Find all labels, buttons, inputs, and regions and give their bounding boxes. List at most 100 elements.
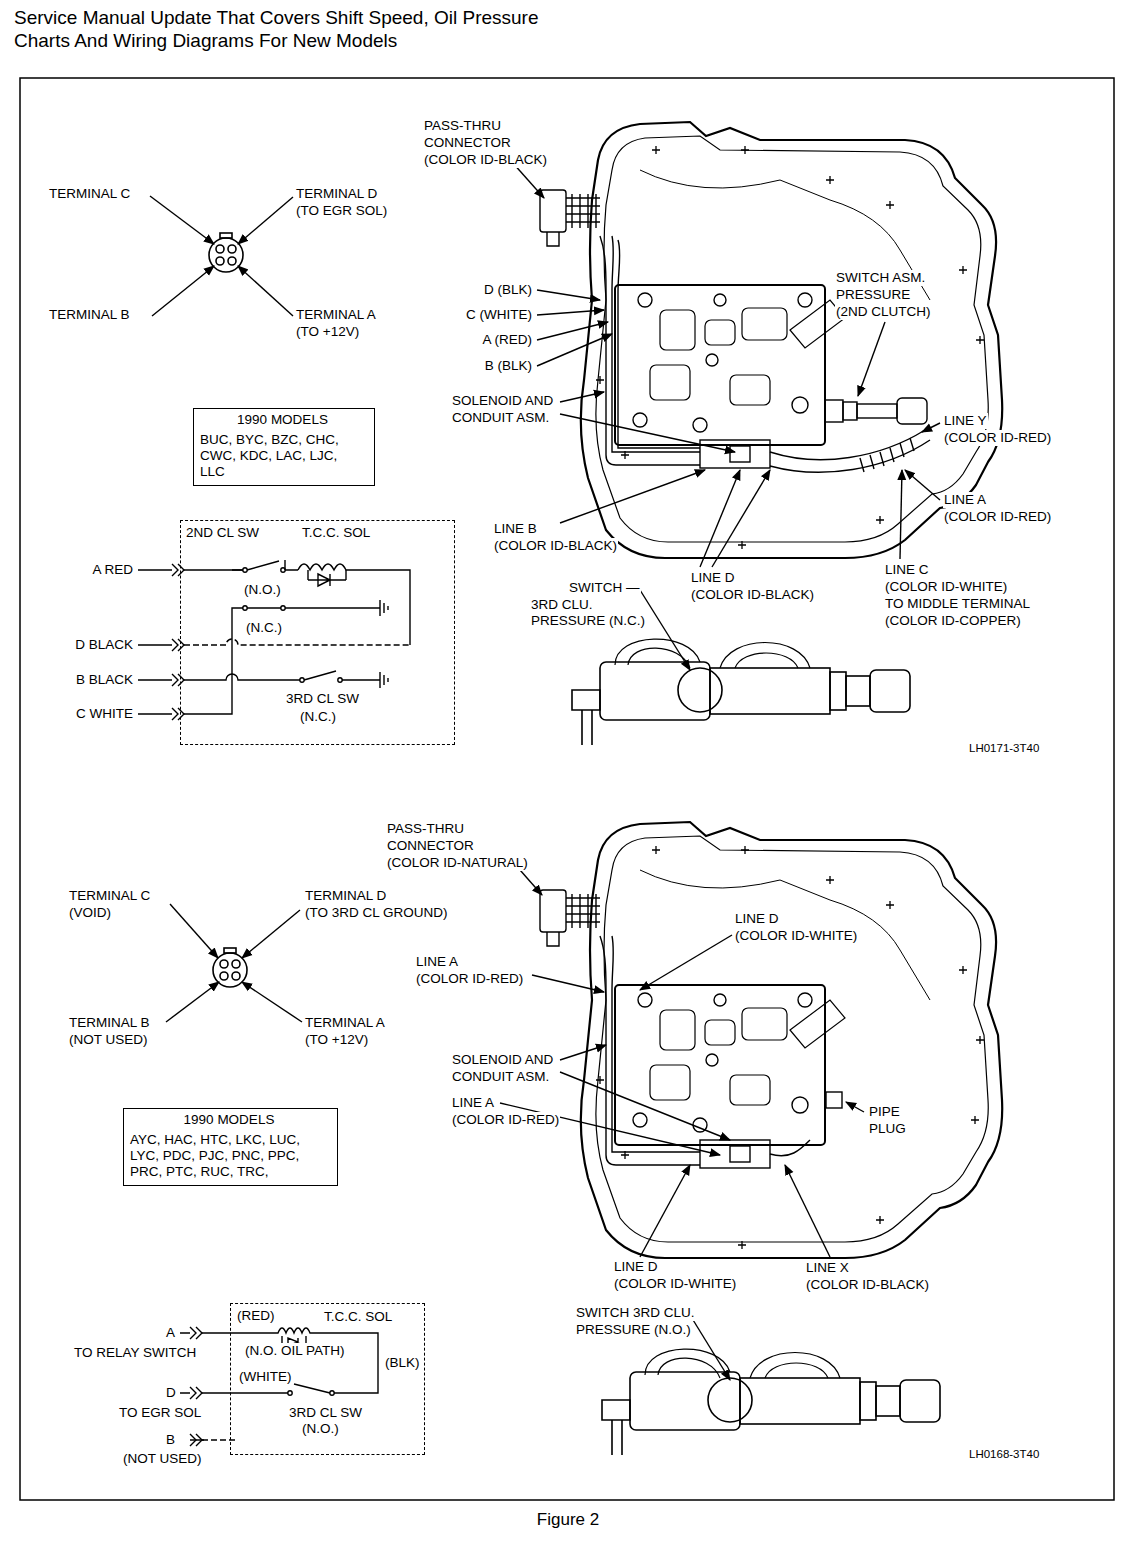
leader-lines xyxy=(150,162,940,1380)
schematic-box: (RED)T.C.C. SOL(N.O. OIL PATH)(BLK)(WHIT… xyxy=(230,1303,425,1455)
callout-label: PASS-THRU xyxy=(386,821,465,837)
callout-label: D xyxy=(165,1385,177,1401)
lower-harness xyxy=(600,936,700,1165)
leader-lines xyxy=(520,870,542,895)
leader-lines xyxy=(537,322,608,340)
callout-label: LINE D xyxy=(690,570,736,586)
model-list-box: 1990 MODELSAYC, HAC, HTC, LKC, LUC, LYC,… xyxy=(123,1108,338,1186)
upper-wiring-schematic xyxy=(298,564,410,645)
lower-wiring-schematic xyxy=(288,1391,292,1395)
callout-label: TO EGR SOL xyxy=(118,1405,202,1421)
lower-wiring-schematic xyxy=(202,1328,378,1393)
callout-label: D (BLK) xyxy=(483,282,533,298)
transmission-housing xyxy=(581,822,1002,1258)
valve-side-view xyxy=(572,639,910,745)
callout-label: (COLOR ID-WHITE) xyxy=(734,928,858,944)
callout-label: (COLOR ID-RED) xyxy=(943,430,1052,446)
upper-wiring-schematic xyxy=(184,639,410,645)
leader-lines xyxy=(166,982,219,1022)
upper-wiring-schematic xyxy=(243,606,247,610)
callout-label: (COLOR ID-BLACK) xyxy=(493,538,618,554)
schematic-box: 2ND CL SWT.C.C. SOL(N.O.)(N.C.)3RD CL SW… xyxy=(180,520,455,745)
callout-label: A xyxy=(165,1325,176,1341)
upper-harness xyxy=(600,236,700,465)
callout-label: TERMINAL A xyxy=(295,307,377,323)
upper-wiring-schematic xyxy=(243,568,247,572)
page-title: Service Manual Update That Covers Shift … xyxy=(14,6,574,52)
callout-label: 3RD CLU. xyxy=(530,597,594,613)
leader-lines xyxy=(532,975,604,992)
figure-caption: Figure 2 xyxy=(0,1510,1136,1530)
upper-wiring-schematic xyxy=(281,606,285,610)
callout-label: SWITCH 3RD CLU. xyxy=(575,1305,696,1321)
upper-harness xyxy=(700,440,770,468)
upper-wiring-schematic xyxy=(304,671,388,688)
lower-wiring-schematic xyxy=(202,1384,330,1393)
upper-wiring-schematic xyxy=(138,570,172,714)
upper-harness xyxy=(566,194,600,228)
callout-label: TO RELAY SWITCH xyxy=(73,1345,197,1361)
callout-label: (VOID) xyxy=(68,905,112,921)
upper-wiring-schematic xyxy=(247,600,388,616)
leader-lines xyxy=(238,266,293,316)
callout-label: (TO +12V) xyxy=(304,1032,369,1048)
callout-label: (COLOR ID-RED) xyxy=(451,1112,560,1128)
schematic-label: (WHITE) xyxy=(238,1369,292,1385)
callout-label: (TO 3RD CL GROUND) xyxy=(304,905,449,921)
schematic-label: (N.O. OIL PATH) xyxy=(244,1343,346,1359)
callout-label: TERMINAL B xyxy=(68,1015,151,1031)
upper-wiring-schematic xyxy=(308,570,346,586)
upper-harness xyxy=(825,400,843,422)
schematic-label: (BLK) xyxy=(384,1355,421,1371)
leader-lines xyxy=(905,470,940,500)
upper-harness xyxy=(897,398,927,424)
upper-wiring-schematic xyxy=(172,639,184,651)
callout-label: (COLOR ID-WHITE) xyxy=(884,579,1008,595)
callout-label: TERMINAL B xyxy=(48,307,131,323)
callout-label: (TO EGR SOL) xyxy=(295,203,388,219)
leader-lines xyxy=(537,310,604,315)
callout-label: TERMINAL D xyxy=(295,186,378,202)
callout-label: LINE D xyxy=(613,1259,659,1275)
upper-harness xyxy=(843,402,857,420)
callout-label: LINE X xyxy=(805,1260,850,1276)
callout-label: TERMINAL C xyxy=(48,186,131,202)
lower-harness xyxy=(566,894,600,928)
lower-wiring-schematic xyxy=(190,1387,202,1399)
leader-lines xyxy=(242,982,302,1022)
leader-lines xyxy=(690,1315,730,1380)
leader-lines xyxy=(560,1045,606,1060)
callout-label: LH0171-3T40 xyxy=(968,740,1040,756)
upper-harness xyxy=(730,446,750,462)
callout-label: (COLOR ID-BLACK) xyxy=(690,587,815,603)
callout-label: TERMINAL A xyxy=(304,1015,386,1031)
lower-harness xyxy=(826,1092,842,1108)
callout-label: TERMINAL C xyxy=(68,888,151,904)
schematic-label: (N.O.) xyxy=(243,582,282,598)
lower-wiring-schematic xyxy=(180,1327,378,1446)
callout-label: A (RED) xyxy=(481,332,533,348)
page-frame xyxy=(20,78,1114,1500)
lower-harness xyxy=(700,1140,770,1168)
lower-wiring-schematic xyxy=(330,1391,334,1395)
upper-wiring-schematic xyxy=(172,708,184,720)
leader-lines xyxy=(846,1102,864,1112)
callout-label: (COLOR ID-BLACK) xyxy=(805,1277,930,1293)
callout-label: CONDUIT ASM. xyxy=(451,410,550,426)
box-heading: 1990 MODELS xyxy=(200,412,365,428)
callout-label: PIPE xyxy=(868,1104,901,1120)
callout-label: LINE Y xyxy=(943,413,988,429)
callout-label: PRESSURE (N.C.) xyxy=(530,613,646,629)
upper-wiring-schematic xyxy=(184,608,243,714)
schematic-label: 2ND CL SW xyxy=(185,525,260,541)
upper-wiring-schematic xyxy=(138,560,410,720)
callout-label: B BLACK xyxy=(75,672,134,688)
lower-harness xyxy=(730,1146,750,1162)
callout-label: (NOT USED) xyxy=(122,1451,203,1467)
schematic-label: 3RD CL SW xyxy=(288,1405,363,1421)
callout-label: (COLOR ID-RED) xyxy=(943,509,1052,525)
upper-harness xyxy=(857,404,897,418)
callout-label: C WHITE xyxy=(75,706,134,722)
lower-harness xyxy=(547,932,559,946)
